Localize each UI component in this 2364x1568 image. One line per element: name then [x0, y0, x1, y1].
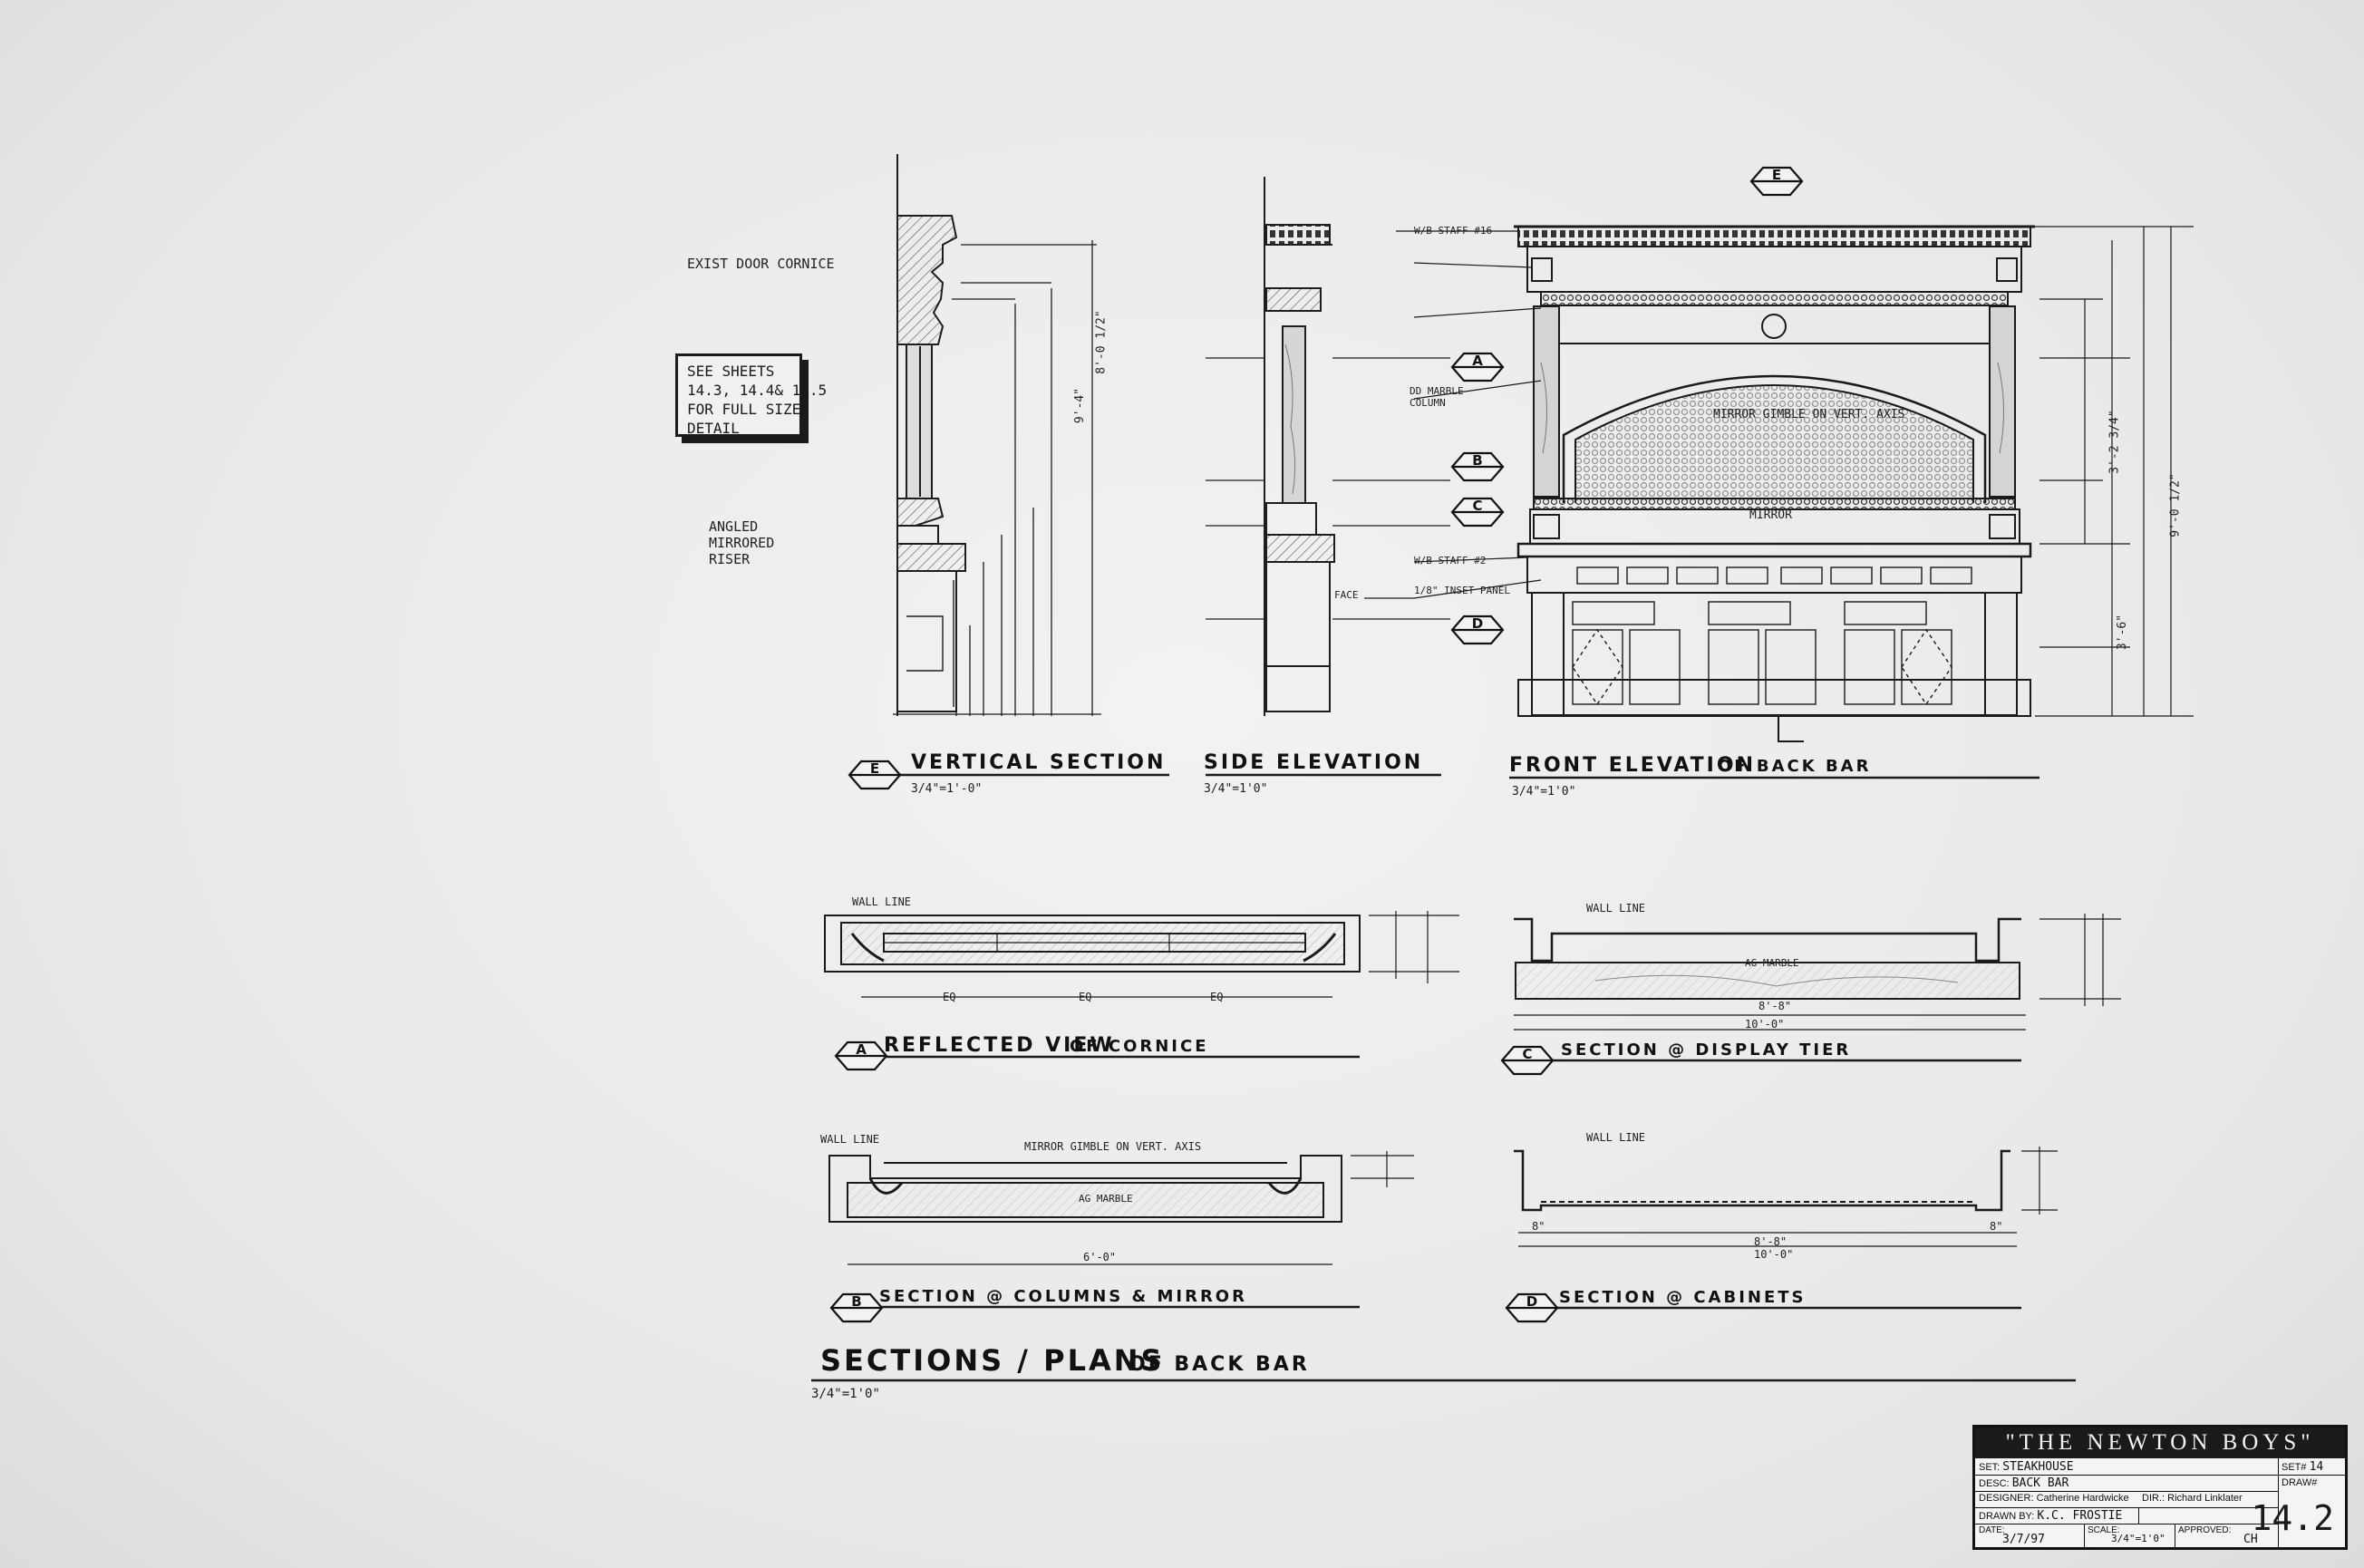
note-mirror: MIRROR	[1749, 508, 1792, 522]
draw-label: DRAW#	[2282, 1477, 2318, 1488]
setnum-value: 14	[2309, 1460, 2324, 1474]
title-block: "THE NEWTON BOYS" SET: STEAKHOUSE SET# 1…	[1972, 1425, 2348, 1550]
note-inset-panel: 1/8" INSET PANEL	[1414, 585, 1510, 596]
designer-value: Catherine Hardwicke	[2036, 1493, 2129, 1504]
date-label: DATE:	[1979, 1525, 2005, 1535]
front-elevation	[1364, 225, 2194, 742]
note-face: FACE	[1334, 589, 1359, 601]
dir-label: DIR.:	[2142, 1493, 2165, 1504]
dim-width-8-8-d: 8'-8"	[1754, 1235, 1788, 1248]
scale-value: 3/4"=1'0"	[2111, 1533, 2165, 1544]
note-exist-door-cornice: EXIST DOOR CORNICE	[687, 256, 835, 272]
set-label: SET:	[1979, 1462, 2001, 1473]
dim-eight-left: 8"	[1532, 1220, 1545, 1233]
note-angled-mirrored-riser: ANGLED MIRRORED RISER	[709, 518, 775, 567]
drawn-value: K.C. FROSTIE	[2037, 1509, 2123, 1523]
approved-value: CH	[2243, 1533, 2258, 1546]
section-columns-mirror	[828, 1151, 1414, 1265]
dim-fe-mid: 3'-2 3/4"	[2107, 410, 2122, 474]
drawn-label: DRAWN BY:	[1979, 1511, 2035, 1522]
dim-vs-a: 8'-0 1/2"	[1094, 310, 1109, 374]
designer-label: DESIGNER:	[1979, 1493, 2034, 1504]
desc-label: DESC:	[1979, 1478, 2010, 1489]
note-eq-2: EQ	[1079, 991, 1092, 1003]
note-wall-line-d: WALL LINE	[1586, 1131, 1646, 1144]
approved-label: APPROVED:	[2178, 1525, 2232, 1535]
note-wb-staff-2: W/B STAFF #2	[1414, 555, 1487, 566]
dim-six-b: 6'-0"	[1083, 1251, 1117, 1263]
see-sheets-callout: SEE SHEETS 14.3, 14.4& 14.5 FOR FULL SIZ…	[675, 353, 827, 437]
note-dd-marble-column: DD MARBLE COLUMN	[1410, 385, 1464, 409]
date-value: 3/7/97	[2002, 1533, 2045, 1546]
dim-fe-low: 3'-6"	[2116, 614, 2130, 651]
note-wb-staff-16: W/B STAFF #16	[1414, 225, 1493, 237]
note-mirror-gimble: MIRROR GIMBLE ON VERT. AXIS	[1713, 408, 1905, 421]
note-wall-line-a: WALL LINE	[852, 895, 912, 908]
note-wall-line-b: WALL LINE	[820, 1133, 880, 1146]
title-underlines	[811, 773, 2076, 1382]
dim-vs-total: 9'-4"	[1073, 387, 1088, 424]
section-display-tier	[1514, 914, 2121, 1031]
note-wall-line-c: WALL LINE	[1586, 902, 1646, 915]
dim-width-8-8-c: 8'-8"	[1758, 1000, 1792, 1012]
note-eq-3: EQ	[1210, 991, 1224, 1003]
vertical-section	[893, 154, 1101, 716]
dir-value: Richard Linklater	[2167, 1493, 2243, 1504]
desc-value: BACK BAR	[2011, 1476, 2069, 1490]
side-elevation	[1206, 177, 1450, 716]
dim-eight-right: 8"	[1990, 1220, 2003, 1233]
dim-width-10-d: 10'-0"	[1754, 1248, 1794, 1261]
note-marble-c: AG MARBLE	[1745, 957, 1799, 969]
dim-fe-total: 9'-0 1/2"	[2168, 473, 2183, 537]
section-cabinets	[1514, 1147, 2058, 1247]
sheet-number: 14.2	[2251, 1498, 2334, 1538]
reflected-view-cornice	[824, 911, 1459, 998]
scale-label: SCALE:	[2088, 1525, 2120, 1535]
project-title: "THE NEWTON BOYS"	[1975, 1428, 2345, 1458]
note-marble-b: AG MARBLE	[1079, 1193, 1133, 1205]
setnum-label: SET#	[2282, 1462, 2307, 1473]
note-eq-1: EQ	[943, 991, 956, 1003]
dim-width-10-c: 10'-0"	[1745, 1018, 1785, 1031]
note-mirror-gimble-b: MIRROR GIMBLE ON VERT. AXIS	[1024, 1140, 1202, 1153]
set-value: STEAKHOUSE	[2002, 1460, 2074, 1474]
